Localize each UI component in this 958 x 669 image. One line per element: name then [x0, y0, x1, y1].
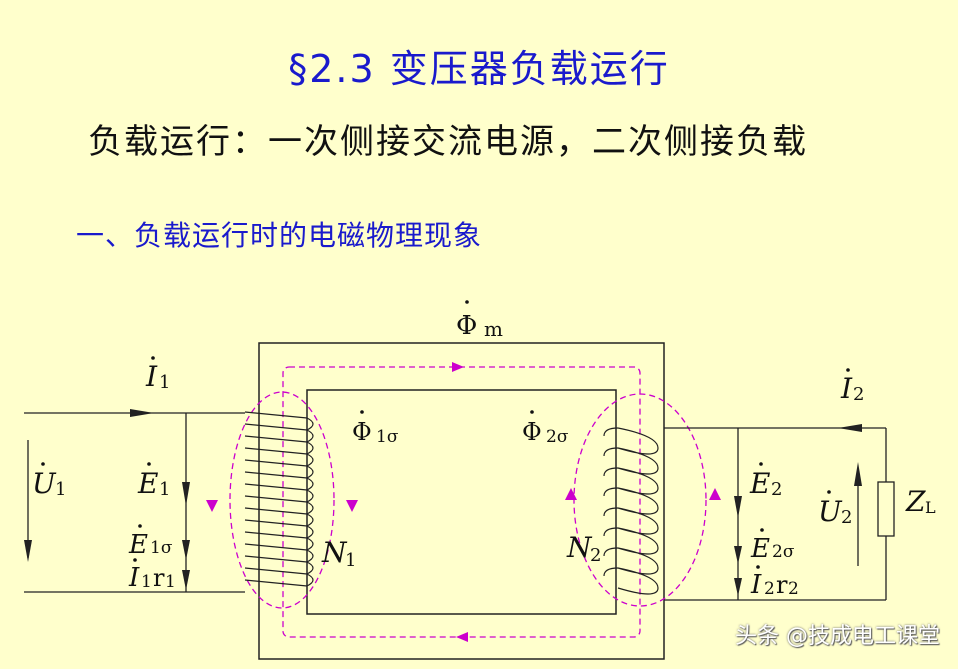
E2-arrowhead [734, 496, 742, 518]
svg-text:Φ: Φ [522, 418, 542, 446]
svg-text:2: 2 [853, 384, 864, 405]
svg-text:1σ: 1σ [376, 427, 399, 447]
svg-text:Φ: Φ [456, 311, 477, 341]
primary-leakage-flux [229, 391, 335, 609]
svg-text:L: L [925, 498, 936, 517]
label-U1: U 1 [32, 462, 66, 500]
U1-arrowhead [24, 540, 32, 562]
label-I2: I 2 [840, 368, 864, 405]
I2-arrow [838, 424, 862, 432]
label-ZL: Z L [905, 485, 936, 518]
svg-text:Φ: Φ [352, 418, 372, 446]
svg-text:Z: Z [905, 485, 926, 518]
svg-text:E: E [750, 534, 770, 564]
svg-text:N: N [321, 536, 348, 569]
primary-leakage-arrow-right [346, 500, 358, 512]
svg-text:2: 2 [771, 479, 782, 500]
svg-text:1: 1 [141, 572, 152, 592]
svg-text:U: U [32, 467, 57, 500]
I1-arrow [130, 409, 154, 417]
label-E1s: E 1σ [128, 524, 173, 560]
label-I1r1: I 1 r 1 [128, 558, 176, 593]
primary-winding [244, 411, 314, 587]
svg-text:m: m [484, 317, 503, 341]
label-I2r2: I 2 r 2 [750, 565, 799, 600]
watermark-text: 头条 @技成电工课堂 [735, 624, 940, 649]
label-E1: E 1 [137, 462, 170, 500]
svg-text:U: U [818, 495, 843, 528]
main-flux-arrow-bottom [456, 632, 468, 642]
svg-text:E: E [749, 467, 770, 500]
svg-text:1σ: 1σ [150, 538, 173, 558]
svg-text:E: E [128, 530, 148, 560]
load-impedance [877, 481, 895, 537]
I1r1-arrowhead [182, 570, 190, 590]
svg-text:2: 2 [841, 507, 852, 528]
svg-text:I: I [128, 563, 140, 593]
main-flux-loop [282, 366, 641, 638]
svg-text:1: 1 [345, 550, 356, 571]
svg-text:2: 2 [590, 545, 601, 566]
label-phi-2s: Φ 2σ [522, 410, 569, 447]
svg-text:1: 1 [165, 572, 176, 592]
secondary-leakage-arrow-left [565, 488, 577, 500]
label-E2: E 2 [749, 462, 782, 500]
label-I1: I 1 [145, 356, 170, 393]
svg-text:1: 1 [159, 479, 170, 500]
I2r2-arrowhead [734, 578, 742, 596]
svg-text:E: E [137, 467, 158, 500]
primary-leakage-arrow-left [206, 500, 218, 512]
secondary-wires [664, 427, 887, 601]
svg-text:I: I [750, 570, 762, 600]
secondary-leakage-arrow-right [709, 488, 721, 500]
svg-text:N: N [566, 531, 593, 564]
svg-text:2σ: 2σ [546, 427, 569, 447]
svg-text:I: I [840, 372, 853, 405]
svg-text:r: r [153, 564, 165, 592]
main-flux-arrow-top [452, 362, 464, 372]
section-heading: 一、负载运行时的电磁物理现象 [76, 219, 483, 252]
svg-text:1: 1 [159, 372, 170, 393]
E1s-arrowhead [182, 540, 190, 560]
label-phi-1s: Φ 1σ [352, 410, 399, 447]
svg-text:2σ: 2σ [772, 542, 795, 562]
E1-arrowhead [182, 482, 190, 506]
U2-arrowhead [854, 462, 862, 486]
label-N1: N 1 [321, 536, 356, 571]
page-title: §2.3 变压器负载运行 [288, 47, 670, 91]
svg-text:I: I [145, 360, 158, 393]
E2s-arrowhead [734, 546, 742, 564]
label-E2s: E 2σ [750, 528, 795, 564]
secondary-winding [603, 427, 659, 595]
label-U2: U 2 [818, 490, 852, 528]
label-phi-m: Φ m [456, 300, 503, 341]
core-outer [258, 342, 665, 660]
svg-text:1: 1 [55, 479, 66, 500]
svg-text:r: r [776, 571, 788, 599]
page-subtitle: 负载运行：一次侧接交流电源，二次侧接负载 [88, 122, 808, 162]
label-N2: N 2 [566, 531, 601, 566]
svg-text:2: 2 [764, 579, 775, 599]
svg-text:2: 2 [788, 579, 799, 599]
